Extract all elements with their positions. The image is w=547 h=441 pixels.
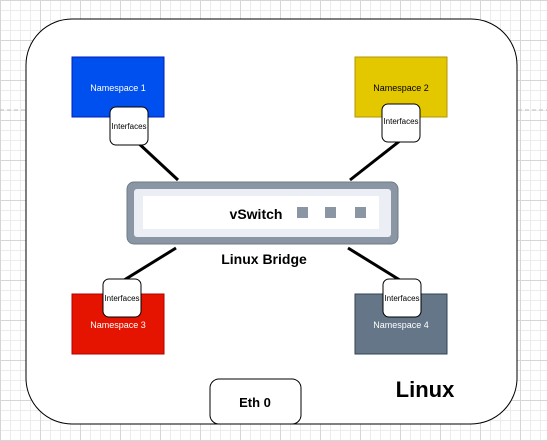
interface-ns4-box[interactable] — [382, 278, 422, 318]
interface-ns3-box[interactable] — [102, 278, 142, 318]
vswitch[interactable]: vSwitch — [126, 181, 399, 245]
interface-ns1-box[interactable] — [109, 106, 149, 146]
interface-ns1[interactable]: Interfaces — [109, 106, 149, 146]
interface-ns4[interactable]: Interfaces — [382, 278, 422, 318]
vswitch-port-3 — [355, 207, 366, 218]
namespace-1-label: Namespace 1 — [90, 83, 146, 93]
connector-ns2-switch — [349, 138, 402, 182]
namespace-2-label: Namespace 2 — [373, 83, 429, 93]
connector-ns1-switch — [133, 138, 180, 182]
linux-bridge-label: Linux Bridge — [221, 251, 307, 267]
interface-ns3[interactable]: Interfaces — [102, 278, 142, 318]
vswitch-label: vSwitch — [230, 206, 283, 222]
eth0-box[interactable] — [209, 378, 302, 425]
interface-ns2[interactable]: Interfaces — [381, 103, 421, 143]
interface-ns2-label: Interfaces — [383, 117, 418, 126]
eth0[interactable]: Eth 0 — [209, 378, 302, 425]
vswitch-inner-panel — [143, 196, 379, 229]
interface-ns2-box[interactable] — [381, 103, 421, 143]
connector-ns3-switch — [120, 246, 177, 284]
namespace-3[interactable]: Namespace 3 — [71, 293, 165, 355]
namespace-4-label: Namespace 4 — [373, 320, 429, 330]
interface-ns4-label: Interfaces — [384, 294, 419, 303]
eth0-label: Eth 0 — [239, 395, 271, 410]
namespace-3-label: Namespace 3 — [90, 320, 146, 330]
connector-ns4-switch — [347, 246, 404, 284]
interface-ns1-label: Interfaces — [111, 122, 146, 131]
vswitch-port-2 — [325, 207, 336, 218]
linux-label: Linux — [396, 377, 455, 402]
vswitch-port-1 — [297, 207, 308, 218]
interface-ns3-label: Interfaces — [104, 294, 139, 303]
